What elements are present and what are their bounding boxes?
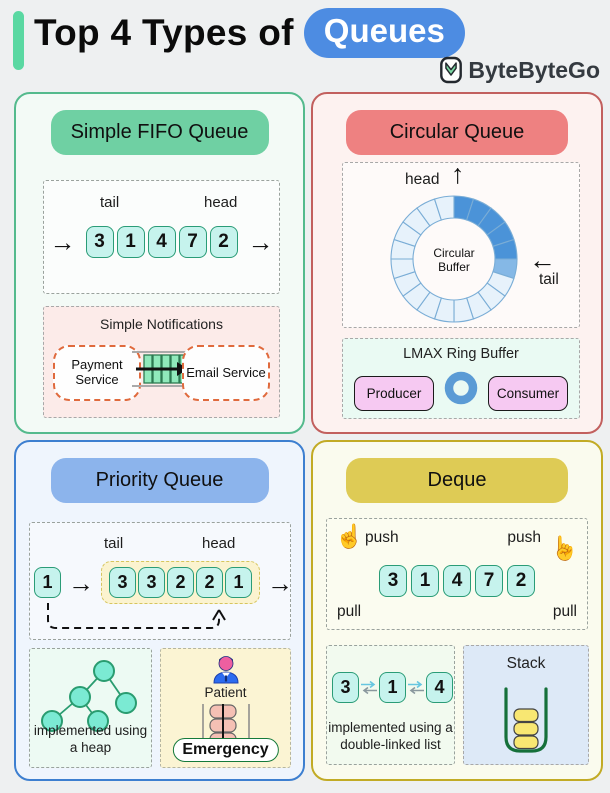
priority-head-label: head bbox=[202, 535, 236, 552]
patient-box: Patient Emergency bbox=[160, 648, 291, 768]
bytebytego-icon bbox=[439, 56, 463, 84]
pull-right-label: pull bbox=[552, 603, 577, 620]
fifo-head-label: head bbox=[204, 194, 238, 211]
stack-icon bbox=[497, 687, 555, 759]
queue-item: 2 bbox=[196, 567, 223, 598]
queue-item: 7 bbox=[178, 226, 207, 258]
producer-node: Producer bbox=[354, 376, 434, 411]
linked-list-box: 3 1 4 implemented using a double-linked bbox=[326, 645, 455, 765]
circular-center-label: Circular Buffer bbox=[433, 246, 475, 274]
hand-icon: ☝ bbox=[550, 535, 579, 561]
payment-service-node: Payment Service bbox=[53, 345, 141, 401]
fifo-queue-row: → 3 1 4 7 2 → bbox=[44, 226, 279, 258]
arrow-right-icon: → bbox=[247, 227, 274, 257]
circular-tail-label: tail bbox=[539, 271, 559, 288]
arrow-right-icon: → bbox=[49, 227, 76, 257]
queue-item: 3 bbox=[379, 565, 407, 597]
deque-diagram-box: ☝ push push ☝ 3 1 4 7 2 pull pull bbox=[326, 518, 588, 630]
priority-sorted-group: 3 3 2 2 1 bbox=[101, 561, 260, 604]
brand-logo: ByteByteGo bbox=[439, 56, 600, 84]
consumer-node: Consumer bbox=[488, 376, 568, 411]
list-node: 3 bbox=[332, 672, 359, 703]
hand-icon: ☝ bbox=[335, 523, 364, 549]
queue-item: 4 bbox=[443, 565, 471, 597]
brand-name: ByteByteGo bbox=[468, 56, 600, 83]
queue-item: 1 bbox=[411, 565, 439, 597]
patient-label: Patient bbox=[204, 685, 247, 700]
queue-item: 2 bbox=[209, 226, 238, 258]
arrow-left-icon: ← bbox=[529, 245, 556, 275]
pull-left-label: pull bbox=[337, 603, 362, 620]
priority-diagram-box: tail head 1 → 3 3 2 2 1 → bbox=[29, 522, 294, 640]
fifo-tail-label: tail bbox=[100, 194, 120, 211]
patient-icon bbox=[211, 654, 241, 684]
lmax-title: LMAX Ring Buffer bbox=[403, 346, 519, 362]
arrow-right-icon: → bbox=[68, 567, 94, 598]
push-right-label: push bbox=[507, 529, 541, 546]
panel-deque: Deque ☝ push push ☝ 3 1 4 7 2 pull pull … bbox=[311, 440, 603, 781]
queue-item: 7 bbox=[475, 565, 503, 597]
queue-item: 2 bbox=[507, 565, 535, 597]
page-title: Top 4 Types of Queues bbox=[34, 8, 465, 58]
linked-list-row: 3 1 4 bbox=[332, 672, 453, 703]
list-node: 1 bbox=[379, 672, 406, 703]
circular-head-label: head bbox=[405, 171, 440, 188]
queue-item: 3 bbox=[138, 567, 165, 598]
page-title-text: Top 4 Types of bbox=[34, 12, 294, 53]
queue-item: 2 bbox=[167, 567, 194, 598]
circular-diagram-box: head ↑ Circular Buffer ← tail bbox=[342, 159, 580, 328]
notifications-title: Simple Notifications bbox=[100, 316, 223, 332]
ring-buffer-icon bbox=[443, 370, 479, 406]
incoming-item: 1 bbox=[34, 567, 61, 598]
priority-queue-row: 1 → 3 3 2 2 1 → bbox=[34, 561, 294, 604]
stack-label: Stack bbox=[506, 655, 546, 672]
double-arrow-icon bbox=[361, 680, 377, 695]
notifications-box: Simple Notifications Payment Service Ema… bbox=[43, 306, 280, 418]
circular-buffer-ring bbox=[390, 195, 518, 323]
fifo-title: Simple FIFO Queue bbox=[50, 110, 269, 155]
linked-list-caption: implemented using a double-linked list bbox=[328, 720, 453, 753]
list-node: 4 bbox=[426, 672, 453, 703]
heap-tree-icon bbox=[32, 657, 148, 737]
queue-item: 3 bbox=[85, 226, 114, 258]
deque-queue-row: 3 1 4 7 2 bbox=[327, 565, 587, 597]
arrow-up-icon: ↑ bbox=[451, 159, 465, 189]
deque-title: Deque bbox=[346, 458, 568, 503]
fifo-diagram-box: tail head → 3 1 4 7 2 → bbox=[43, 180, 280, 294]
queue-item: 4 bbox=[147, 226, 176, 258]
panel-circular-queue: Circular Queue head ↑ Circular Buffer ← … bbox=[311, 92, 603, 434]
heap-box: implemented using a heap bbox=[29, 648, 152, 768]
priority-title: Priority Queue bbox=[50, 458, 269, 503]
page-title-highlight: Queues bbox=[303, 8, 465, 58]
panel-priority-queue: Priority Queue tail head 1 → 3 3 2 2 1 → bbox=[14, 440, 305, 781]
lmax-box: LMAX Ring Buffer Producer Consumer bbox=[342, 338, 580, 419]
queue-item: 3 bbox=[109, 567, 136, 598]
emergency-badge: Emergency bbox=[172, 738, 279, 762]
stack-box: Stack bbox=[463, 645, 589, 765]
heap-caption: implemented using a heap bbox=[33, 723, 148, 756]
double-arrow-icon bbox=[408, 680, 424, 695]
arrow-right-icon: → bbox=[267, 567, 293, 598]
queue-item: 1 bbox=[116, 226, 145, 258]
email-service-node: Email Service bbox=[182, 345, 270, 401]
circular-title: Circular Queue bbox=[346, 110, 568, 155]
push-left-label: push bbox=[365, 529, 399, 546]
panel-simple-fifo-queue: Simple FIFO Queue tail head → 3 1 4 7 2 … bbox=[14, 92, 305, 434]
priority-tail-label: tail bbox=[104, 535, 124, 552]
accent-bar bbox=[13, 11, 24, 70]
queue-item: 1 bbox=[225, 567, 252, 598]
